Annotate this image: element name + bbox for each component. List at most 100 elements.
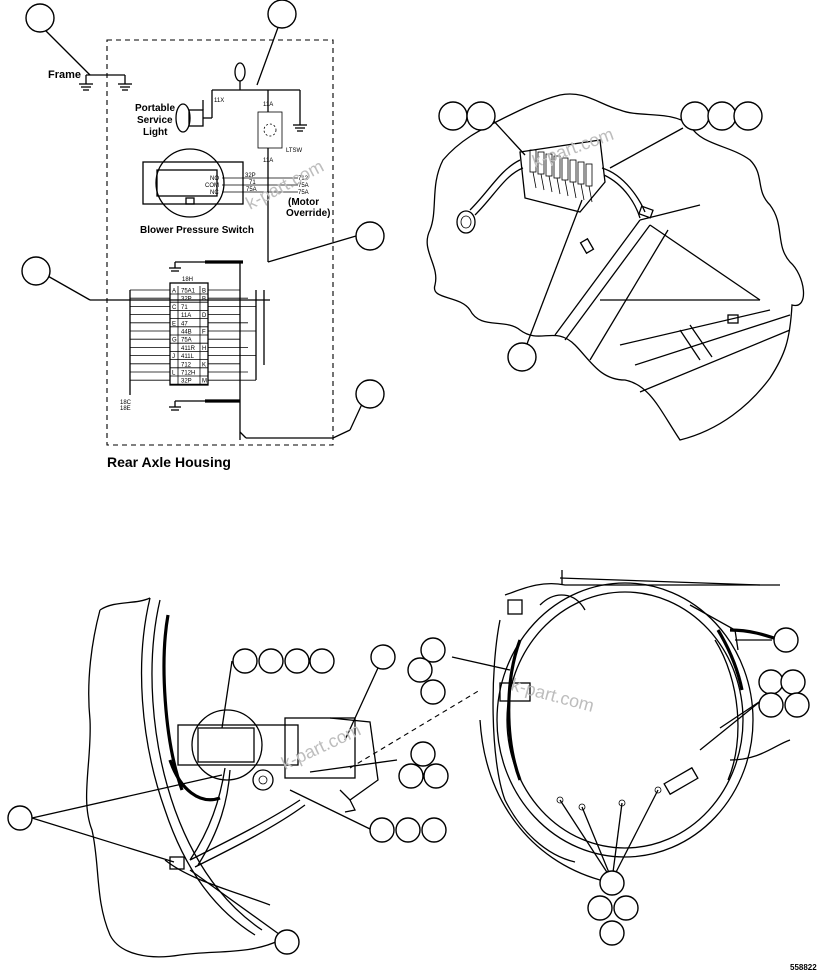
switch-element — [577, 161, 585, 185]
connector-row: L 712H — [170, 368, 208, 377]
connector-wire-label: 712 — [181, 362, 192, 368]
switch-lead — [532, 171, 537, 189]
callout-bubble — [758, 669, 784, 695]
connector-pin-right: D — [202, 313, 207, 319]
callout-bubble — [410, 741, 436, 767]
connector-row: 11A D — [170, 310, 208, 319]
callout-bubble — [370, 644, 396, 670]
connector-pin-left: E — [172, 321, 176, 327]
connector-pin-right: K — [202, 362, 206, 368]
connector-pin-left: L — [172, 371, 176, 377]
right-wire-75a-2: 75A — [298, 190, 309, 196]
motor-override-label-1: (Motor — [288, 197, 319, 208]
switch-lead — [540, 173, 545, 191]
callout-bubble — [355, 379, 385, 409]
connector-pin-right: H — [202, 346, 206, 352]
frame-label: Frame — [48, 69, 81, 81]
connector-wire-label: 75A — [181, 338, 192, 344]
callout-bubble — [267, 0, 297, 29]
top-right-assembly-view — [426, 93, 805, 441]
connector-18h — [169, 282, 209, 386]
switch-terminal-com: COM — [205, 183, 219, 189]
callout-bubble — [599, 920, 625, 946]
service-light-label-2: Service — [137, 115, 173, 126]
connector-pin-left: C — [172, 305, 177, 311]
callout-bubble — [423, 763, 449, 789]
motor-override-label-2: Override) — [286, 208, 330, 219]
switch-lead — [572, 181, 577, 199]
callout-bubble — [407, 657, 433, 683]
callout-bubble — [369, 817, 395, 843]
callout-bubble — [758, 692, 784, 718]
switch-lead — [556, 177, 561, 195]
housing-boundary — [106, 39, 334, 446]
wire-label-11a-top: 11A — [263, 102, 273, 108]
connector-row: 32P M — [170, 376, 208, 385]
switch-wire-32p: 32P — [245, 173, 256, 179]
connector-pin-left: A — [172, 289, 176, 295]
portable-service-light-icon — [175, 62, 246, 133]
bottom-left-assembly-view — [31, 597, 481, 958]
connector-row: C 71 — [170, 302, 208, 311]
callout-bubble — [420, 679, 446, 705]
connector-wire-label: 32P — [181, 379, 192, 385]
callout-bubble — [613, 895, 639, 921]
right-wire-75a-1: 75A — [298, 183, 309, 189]
callout-bubble — [733, 101, 763, 131]
small-label-18e: 18E — [120, 406, 131, 412]
callout-bubble — [421, 817, 447, 843]
switch-element — [585, 163, 593, 187]
connector-wire-label: 712H — [181, 371, 195, 377]
connector-wire-label: 75A1 — [181, 289, 196, 295]
figure-number: 558822 — [790, 963, 817, 972]
switch-wire-75a: 75A — [246, 187, 257, 193]
switch-terminal-no: NO — [210, 176, 219, 182]
callout-bubble — [438, 101, 468, 131]
connector-pin-right: M — [202, 379, 207, 385]
bottom-right-assembly-view — [451, 570, 791, 881]
callout-bubble — [398, 763, 424, 789]
connector-row: A 75A1 B — [170, 286, 208, 295]
switch-wire-71: 71 — [249, 180, 256, 186]
callout-bubble — [773, 627, 799, 653]
callout-bubble — [466, 101, 496, 131]
switch-lead — [588, 185, 593, 203]
wire-label-11x: 11X — [214, 98, 224, 104]
connector-pin-right: F — [202, 330, 206, 336]
blower-switch-label: Blower Pressure Switch — [140, 225, 254, 236]
connector-pin-right: B — [202, 289, 206, 295]
callout-bubble — [25, 3, 55, 33]
ltsw-label: LTSW — [286, 148, 303, 154]
callout-bubble — [284, 648, 310, 674]
rear-axle-housing-label: Rear Axle Housing — [107, 454, 231, 470]
switch-lead — [548, 175, 553, 193]
callout-bubble — [355, 221, 385, 251]
wire-bundle — [129, 289, 265, 395]
connector-wire-label: 411L — [181, 354, 195, 360]
callout-bubble — [784, 692, 810, 718]
connector-header: 18H — [182, 277, 193, 283]
wiring-schematic: Frame Portable Service Light LTSW 11A 11… — [39, 21, 363, 470]
callout-bubble — [680, 101, 710, 131]
callout-bubble — [232, 648, 258, 674]
callout-bubble — [780, 669, 806, 695]
switch-bundle — [529, 149, 593, 203]
small-label-18c: 18C — [120, 400, 132, 406]
connector-wire-label: 11A — [181, 313, 191, 319]
watermark-3: k-part.com — [278, 720, 364, 774]
callout-bubble — [395, 817, 421, 843]
callout-bubble — [7, 805, 33, 831]
callout-bubble — [599, 870, 625, 896]
watermark-4: k-part.com — [509, 675, 596, 716]
connector-wire-label: 71 — [181, 305, 188, 311]
callout-bubble — [258, 648, 284, 674]
